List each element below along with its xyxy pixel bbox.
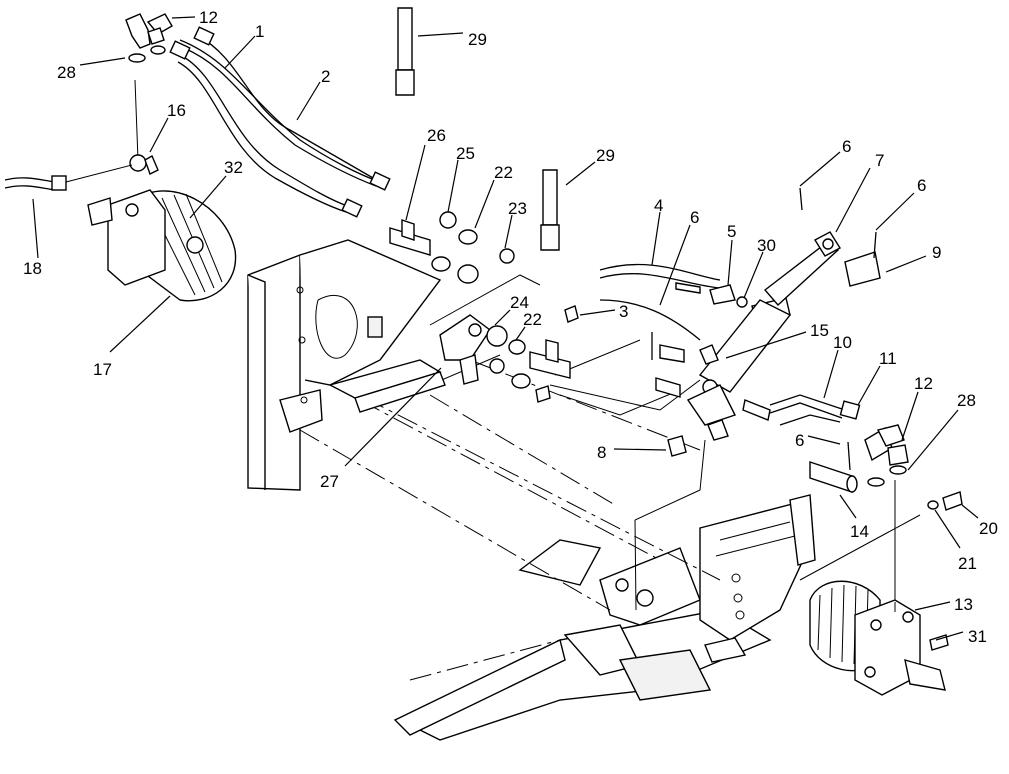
callout-26: 26 xyxy=(427,126,446,145)
left-wheel-motor xyxy=(87,154,237,302)
callout-23: 23 xyxy=(508,199,527,218)
hydraulic-tubes xyxy=(4,26,391,218)
callout-29: 29 xyxy=(596,146,615,165)
callout-18: 18 xyxy=(23,259,42,278)
frame-assembly xyxy=(393,494,816,741)
callout-24: 24 xyxy=(510,293,529,312)
left-fittings xyxy=(125,13,173,175)
callout-2: 2 xyxy=(321,67,330,86)
callout-25: 25 xyxy=(456,144,475,163)
callout-20: 20 xyxy=(979,519,998,538)
callout-10: 10 xyxy=(833,333,852,352)
callout-28: 28 xyxy=(57,63,76,82)
callout-3: 3 xyxy=(619,302,628,321)
callout-15: 15 xyxy=(810,321,829,340)
callout-6: 6 xyxy=(795,431,804,450)
callout-1: 1 xyxy=(255,22,264,41)
callout-6: 6 xyxy=(917,176,926,195)
callout-14: 14 xyxy=(850,522,869,541)
center-fittings xyxy=(655,344,861,457)
callout-28: 28 xyxy=(957,391,976,410)
center-tee xyxy=(529,169,579,379)
callout-6: 6 xyxy=(690,208,699,227)
callout-32: 32 xyxy=(224,158,243,177)
callout-17: 17 xyxy=(93,360,112,379)
callout-11: 11 xyxy=(879,349,897,368)
callout-16: 16 xyxy=(167,101,186,120)
callout-31: 31 xyxy=(968,627,987,646)
callout-22: 22 xyxy=(523,310,542,329)
callout-8: 8 xyxy=(597,443,606,462)
callout-21: 21 xyxy=(958,554,977,573)
callout-6: 6 xyxy=(842,137,851,156)
callout-29: 29 xyxy=(468,30,487,49)
bracket-assembly xyxy=(439,314,551,403)
right-wheel-motor xyxy=(809,580,949,696)
callout-4: 4 xyxy=(654,196,663,215)
callout-7: 7 xyxy=(875,151,884,170)
leader-lines xyxy=(32,16,979,641)
callout-12: 12 xyxy=(914,374,933,393)
callout-12: 12 xyxy=(199,8,218,27)
right-fittings xyxy=(809,424,963,511)
tee-fitting-assembly xyxy=(389,7,515,284)
callout-22: 22 xyxy=(494,163,513,182)
left-mount-plate xyxy=(247,239,446,491)
callout-30: 30 xyxy=(757,236,776,255)
callout-13: 13 xyxy=(954,595,973,614)
callout-9: 9 xyxy=(932,243,941,262)
callout-5: 5 xyxy=(727,222,736,241)
callout-27: 27 xyxy=(320,472,339,491)
steering-cylinder xyxy=(599,187,881,426)
